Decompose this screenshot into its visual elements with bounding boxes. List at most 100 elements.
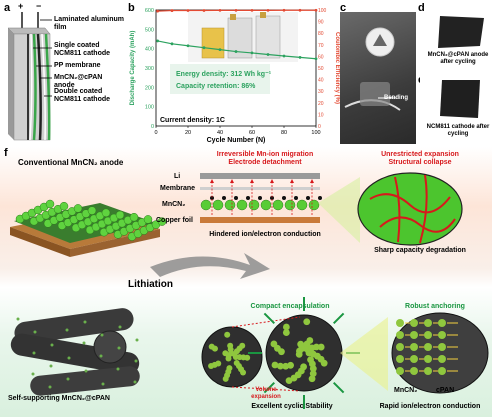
- y-tick-label: 100: [145, 105, 154, 111]
- data-point: [250, 51, 254, 55]
- conventional-anode-block: [10, 199, 167, 257]
- panel-label-f: f: [4, 147, 8, 159]
- panel-d-photo: MnCN₂@cPAN anode after cycling: [420, 12, 492, 72]
- rod-particle: [118, 325, 122, 329]
- data-point: [170, 9, 174, 12]
- panel-label-b: b: [128, 2, 135, 14]
- layer-grain: [284, 199, 296, 211]
- label-double-coated-cathode: Double coated NCM811 cathode: [54, 88, 111, 103]
- anchored-particle: [396, 367, 404, 375]
- x-tick-label: 20: [185, 130, 191, 136]
- rapid-conduction: Rapid ion/electron conduction: [379, 403, 481, 410]
- encapsulated-particle: [320, 359, 328, 367]
- mechanism-illustration: [10, 172, 489, 409]
- y2-tick-label: 100: [318, 8, 327, 14]
- excellent-stability: Excellent cyclic Stability: [251, 403, 333, 410]
- encapsulated-particle: [303, 318, 311, 326]
- panel-e-photo: NCM811 cathode after cycling: [420, 76, 492, 144]
- rod-particle: [66, 377, 70, 381]
- anchored-particle: [424, 319, 432, 327]
- rod-particle: [99, 354, 103, 358]
- arrow-head: [270, 179, 274, 183]
- y2-tick-label: 70: [318, 43, 324, 49]
- panel-c-bending-photo: Bending: [340, 12, 416, 144]
- data-point: [314, 8, 318, 12]
- compression-arrow: [263, 381, 276, 394]
- label-cpan: cPAN: [436, 387, 455, 394]
- fiber-rods: [10, 308, 140, 396]
- y-tick-label: 300: [145, 66, 154, 72]
- arrow-head: [310, 179, 314, 183]
- lithiation-label: Lithiation: [128, 279, 173, 290]
- compression-arrow: [332, 312, 345, 325]
- arrow-head: [250, 179, 254, 183]
- encapsulated-particle: [309, 365, 317, 373]
- y-tick-label: 0: [151, 124, 154, 130]
- sharp-degradation: Sharp capacity degradation: [374, 247, 466, 254]
- layer-grain: [224, 199, 236, 211]
- y2-tick-label: 50: [318, 66, 324, 72]
- anchored-particle: [438, 343, 446, 351]
- anchored-particle: [396, 343, 404, 351]
- anode-film: [438, 16, 484, 48]
- rod-particle: [100, 333, 104, 337]
- anchored-particle: [424, 367, 432, 375]
- x-tick-label: 80: [281, 130, 287, 136]
- cathode-film: [440, 80, 480, 118]
- y-tick-label: 200: [145, 85, 154, 91]
- data-point: [282, 54, 286, 58]
- data-point: [156, 9, 159, 13]
- hindered-conduction: Hindered ion/electron conduction: [209, 231, 321, 238]
- y2-tick-label: 80: [318, 31, 324, 37]
- robust-anchoring: Robust anchoring: [405, 303, 465, 310]
- compression-arrow: [263, 312, 276, 325]
- issue-mn-migration: Irreversible Mn-ion migration: [216, 151, 314, 158]
- compression-arrow: [332, 381, 345, 394]
- issue-detachment: Electrode detachment: [228, 159, 302, 166]
- rod-particle: [49, 364, 53, 368]
- label-anode: MnCN₂@cPAN anode: [54, 74, 103, 89]
- panel-label-d: d: [418, 2, 425, 14]
- anchored-particle: [396, 331, 404, 339]
- layered-electrode: [200, 173, 322, 223]
- rod-particle: [67, 356, 71, 360]
- data-point: [218, 48, 222, 52]
- rod-particle: [101, 382, 105, 386]
- active-grain: [115, 210, 125, 220]
- encapsulated-particle: [224, 331, 231, 338]
- y-tick-label: 400: [145, 47, 154, 53]
- encapsulated-particle: [282, 362, 290, 370]
- panel-f: f: [0, 147, 492, 417]
- encapsulated-particle: [239, 342, 246, 349]
- layer-grain: [308, 199, 320, 211]
- rod-particle: [133, 380, 137, 384]
- panel-label-a: a: [4, 2, 11, 14]
- panel-a: + − Laminated aluminum film Single coate…: [0, 0, 125, 145]
- capacity-retention-label: Capacity retention: 86%: [176, 83, 256, 90]
- encapsulated-particle: [270, 340, 278, 348]
- data-point: [218, 8, 222, 12]
- x-tick-label: 60: [249, 130, 255, 136]
- cathode-caption: NCM811 cathode after cycling: [426, 124, 490, 137]
- anchored-particle: [410, 367, 418, 375]
- arrow-head: [210, 179, 214, 183]
- anchored-particle: [410, 343, 418, 351]
- rod-particle: [134, 359, 138, 363]
- y2-tick-label: 10: [318, 112, 324, 118]
- encapsulated-particle: [306, 337, 314, 344]
- rod-particle: [16, 317, 20, 321]
- layer-mncn2: MnCN₂: [162, 201, 186, 208]
- x-tick-label: 40: [217, 130, 223, 136]
- encapsulated-particle: [282, 323, 290, 331]
- panel-label-c: c: [340, 2, 347, 14]
- compact-encapsulation: Compact encapsulation: [250, 303, 330, 310]
- rod-particle: [83, 320, 87, 324]
- encapsulated-particle: [222, 350, 229, 357]
- data-point: [234, 50, 238, 53]
- y2-tick-label: 40: [318, 78, 324, 84]
- encapsulation-large: [265, 314, 343, 392]
- encapsulated-particle: [277, 362, 284, 370]
- data-point: [156, 39, 159, 43]
